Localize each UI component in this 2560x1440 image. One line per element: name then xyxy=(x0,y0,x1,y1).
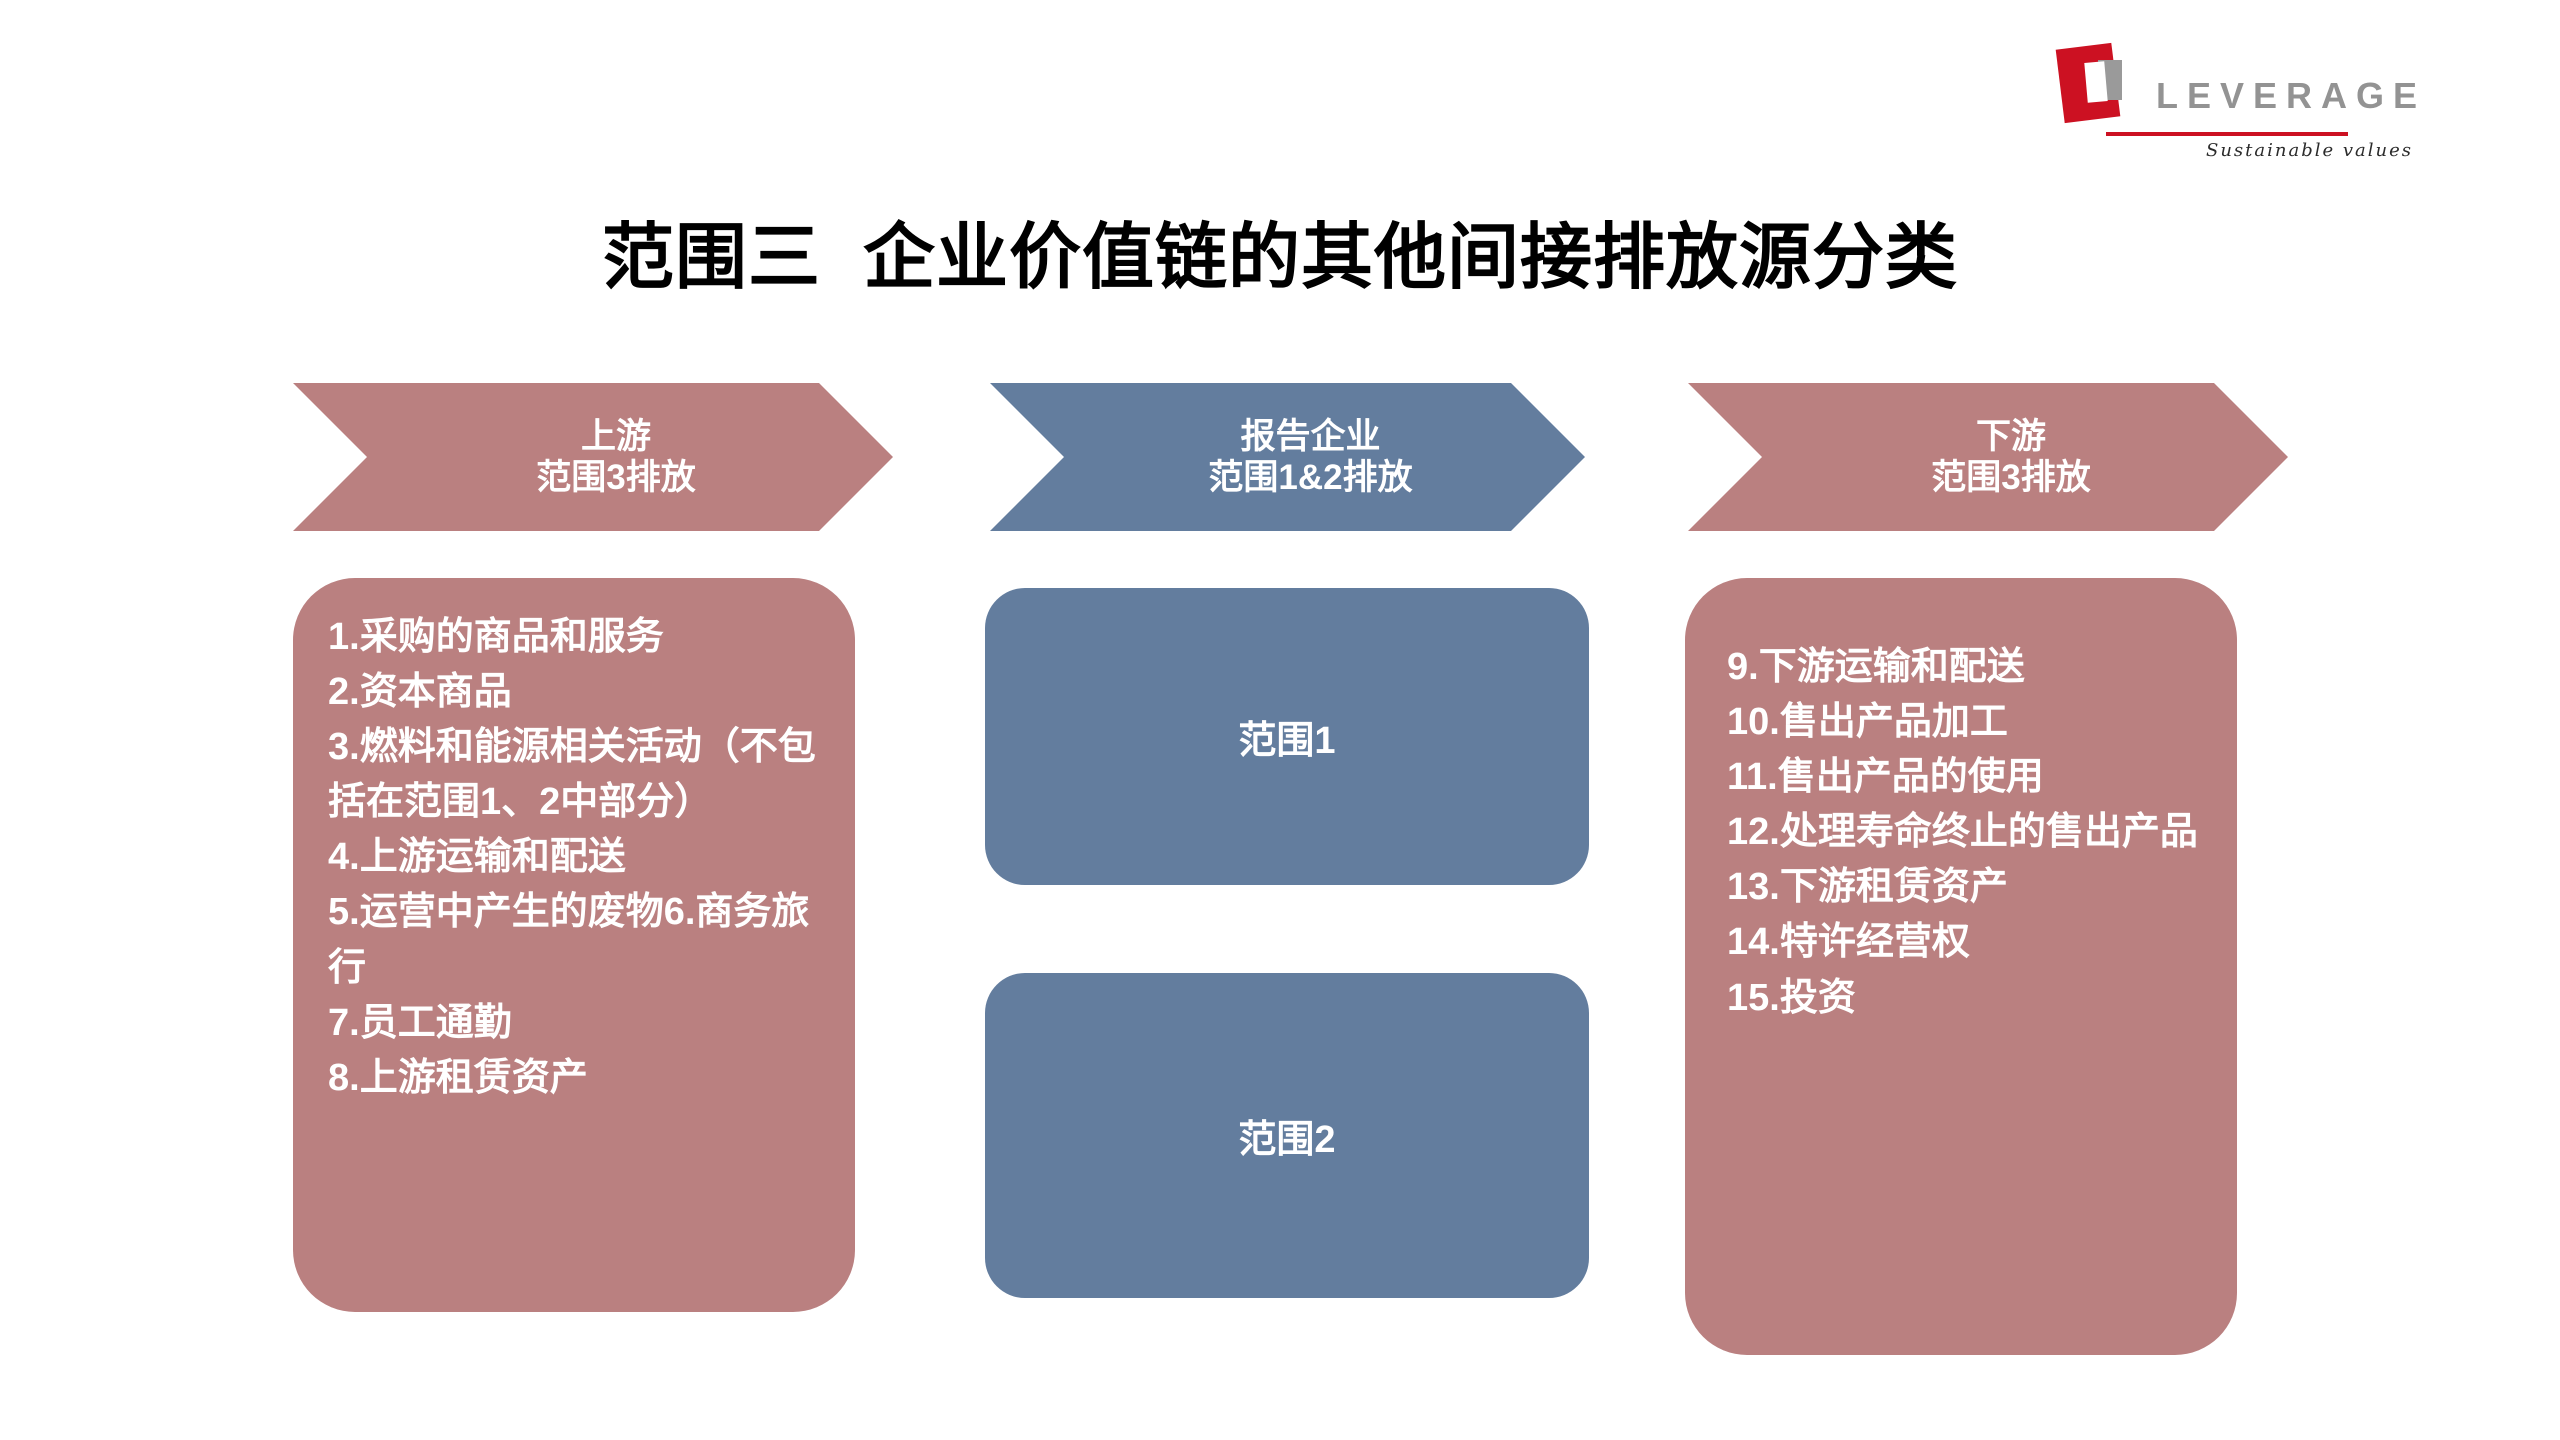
banner-downstream-label: 下游 范围3排放 xyxy=(1931,416,2091,497)
scope-1-box: 范围1 xyxy=(985,588,1589,885)
company-logo: LEVERAGE Sustainable values xyxy=(2055,38,2440,178)
panel-upstream-scope3: 1.采购的商品和服务 2.资本商品 3.燃料和能源相关活动（不包括在范围1、2中… xyxy=(293,578,855,1312)
scope-2-label: 范围2 xyxy=(1238,1119,1336,1161)
banner-reporting-company-label: 报告企业 范围1&2排放 xyxy=(1208,416,1413,497)
banner-downstream: 下游 范围3排放 xyxy=(1688,383,2288,531)
panel-downstream-scope3: 9.下游运输和配送 10.售出产品加工 11.售出产品的使用 12.处理寿命终止… xyxy=(1685,578,2237,1355)
upstream-category-list: 1.采购的商品和服务 2.资本商品 3.燃料和能源相关活动（不包括在范围1、2中… xyxy=(328,616,816,1099)
banner-upstream: 上游 范围3排放 xyxy=(293,383,893,531)
downstream-category-list: 9.下游运输和配送 10.售出产品加工 11.售出产品的使用 12.处理寿命终止… xyxy=(1727,646,2198,1019)
logo-wordmark: LEVERAGE xyxy=(2156,75,2427,116)
logo-white-rect-shape xyxy=(2084,61,2108,103)
banner-upstream-label: 上游 范围3排放 xyxy=(536,416,696,497)
banner-reporting-company: 报告企业 范围1&2排放 xyxy=(990,383,1585,531)
logo-tagline: Sustainable values xyxy=(2206,140,2413,161)
logo-underline-rule xyxy=(2106,132,2348,136)
scope-1-label: 范围1 xyxy=(1238,720,1336,762)
scope-2-box: 范围2 xyxy=(985,973,1589,1298)
page-title: 范围三 企业价值链的其他间接排放源分类 xyxy=(601,218,1958,298)
logo-mark-icon xyxy=(2055,42,2130,128)
